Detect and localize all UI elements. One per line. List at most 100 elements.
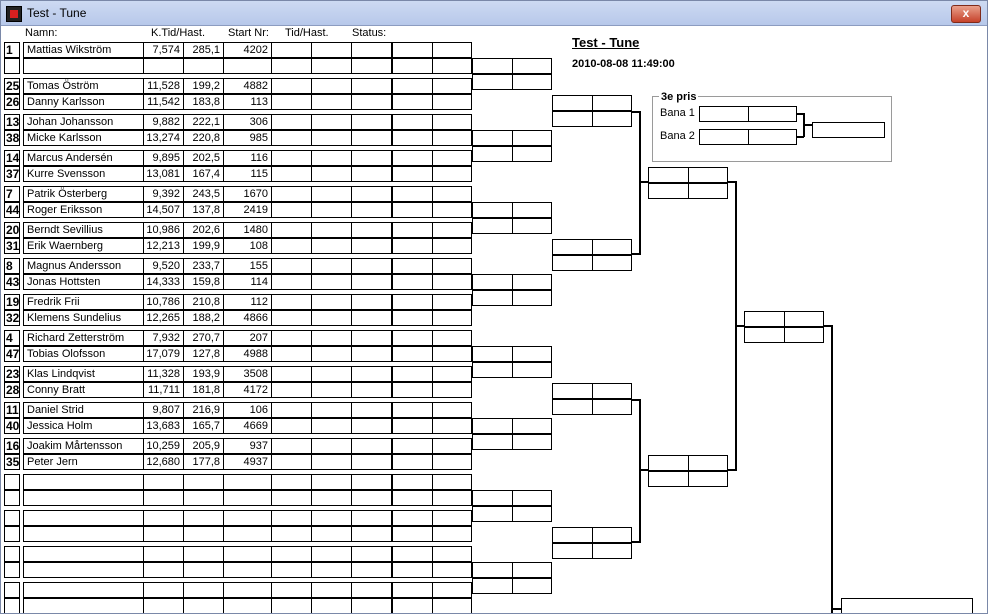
- status-cell[interactable]: [352, 331, 392, 345]
- race-time-cell[interactable]: [272, 95, 312, 109]
- round2-result-box[interactable]: [472, 130, 552, 146]
- status-cell[interactable]: [352, 131, 392, 145]
- quarterfinal-box[interactable]: [552, 543, 632, 559]
- round1-result-box[interactable]: [392, 58, 472, 74]
- race-time-cell[interactable]: [272, 203, 312, 217]
- status-cell[interactable]: [352, 367, 392, 381]
- round1-result-box[interactable]: [392, 274, 472, 290]
- quarterfinal-box[interactable]: [552, 239, 632, 255]
- round1-result-box[interactable]: [392, 150, 472, 166]
- round2-result-box[interactable]: [472, 218, 552, 234]
- semifinal-box[interactable]: [648, 183, 728, 199]
- round1-result-box[interactable]: [392, 510, 472, 526]
- race-time-cell[interactable]: [272, 527, 312, 541]
- race-speed-cell[interactable]: [312, 439, 352, 453]
- race-time-cell[interactable]: [272, 151, 312, 165]
- race-speed-cell[interactable]: [312, 151, 352, 165]
- status-cell[interactable]: [352, 347, 392, 361]
- status-cell[interactable]: [352, 475, 392, 489]
- round1-result-box[interactable]: [392, 366, 472, 382]
- table-row[interactable]: [23, 490, 392, 506]
- race-speed-cell[interactable]: [312, 131, 352, 145]
- round1-result-box[interactable]: [392, 238, 472, 254]
- title-bar[interactable]: Test - Tune x: [1, 1, 987, 26]
- close-button[interactable]: x: [951, 5, 981, 23]
- race-speed-cell[interactable]: [312, 239, 352, 253]
- round2-result-box[interactable]: [472, 418, 552, 434]
- round2-result-box[interactable]: [472, 578, 552, 594]
- semifinal-box[interactable]: [648, 167, 728, 183]
- race-speed-cell[interactable]: [312, 403, 352, 417]
- table-row[interactable]: [23, 546, 392, 562]
- round2-result-box[interactable]: [472, 202, 552, 218]
- race-speed-cell[interactable]: [312, 367, 352, 381]
- table-row[interactable]: [23, 510, 392, 526]
- round2-result-box[interactable]: [472, 434, 552, 450]
- round1-result-box[interactable]: [392, 418, 472, 434]
- round1-result-box[interactable]: [392, 166, 472, 182]
- third-place-lane1-box[interactable]: [699, 106, 797, 122]
- round1-result-box[interactable]: [392, 114, 472, 130]
- final-box[interactable]: [744, 311, 824, 327]
- quarterfinal-box[interactable]: [552, 399, 632, 415]
- race-time-cell[interactable]: [272, 439, 312, 453]
- round1-result-box[interactable]: [392, 346, 472, 362]
- race-time-cell[interactable]: [272, 419, 312, 433]
- third-place-winner-box[interactable]: [812, 122, 885, 138]
- race-speed-cell[interactable]: [312, 419, 352, 433]
- race-time-cell[interactable]: [272, 115, 312, 129]
- round1-result-box[interactable]: [392, 382, 472, 398]
- semifinal-box[interactable]: [648, 455, 728, 471]
- race-speed-cell[interactable]: [312, 347, 352, 361]
- round2-result-box[interactable]: [472, 506, 552, 522]
- table-row[interactable]: [23, 562, 392, 578]
- status-cell[interactable]: [352, 439, 392, 453]
- status-cell[interactable]: [352, 95, 392, 109]
- race-time-cell[interactable]: [272, 311, 312, 325]
- semifinal-box[interactable]: [648, 471, 728, 487]
- round1-result-box[interactable]: [392, 186, 472, 202]
- round1-result-box[interactable]: [392, 78, 472, 94]
- race-speed-cell[interactable]: [312, 275, 352, 289]
- status-cell[interactable]: [352, 115, 392, 129]
- quarterfinal-box[interactable]: [552, 383, 632, 399]
- race-speed-cell[interactable]: [312, 331, 352, 345]
- status-cell[interactable]: [352, 295, 392, 309]
- table-row[interactable]: [23, 526, 392, 542]
- quarterfinal-box[interactable]: [552, 111, 632, 127]
- status-cell[interactable]: [352, 275, 392, 289]
- app-icon[interactable]: [6, 6, 22, 22]
- status-cell[interactable]: [352, 223, 392, 237]
- round2-result-box[interactable]: [472, 362, 552, 378]
- round2-result-box[interactable]: [472, 274, 552, 290]
- status-cell[interactable]: [352, 203, 392, 217]
- race-speed-cell[interactable]: [312, 295, 352, 309]
- race-speed-cell[interactable]: [312, 599, 352, 613]
- round1-result-box[interactable]: [392, 546, 472, 562]
- status-cell[interactable]: [352, 311, 392, 325]
- race-time-cell[interactable]: [272, 475, 312, 489]
- race-time-cell[interactable]: [272, 59, 312, 73]
- race-time-cell[interactable]: [272, 583, 312, 597]
- status-cell[interactable]: [352, 547, 392, 561]
- race-speed-cell[interactable]: [312, 203, 352, 217]
- race-time-cell[interactable]: [272, 511, 312, 525]
- race-time-cell[interactable]: [272, 367, 312, 381]
- race-speed-cell[interactable]: [312, 583, 352, 597]
- round1-result-box[interactable]: [392, 402, 472, 418]
- round2-result-box[interactable]: [472, 146, 552, 162]
- table-row[interactable]: [23, 582, 392, 598]
- winner-box[interactable]: [841, 598, 973, 613]
- quarterfinal-box[interactable]: [552, 527, 632, 543]
- round2-result-box[interactable]: [472, 490, 552, 506]
